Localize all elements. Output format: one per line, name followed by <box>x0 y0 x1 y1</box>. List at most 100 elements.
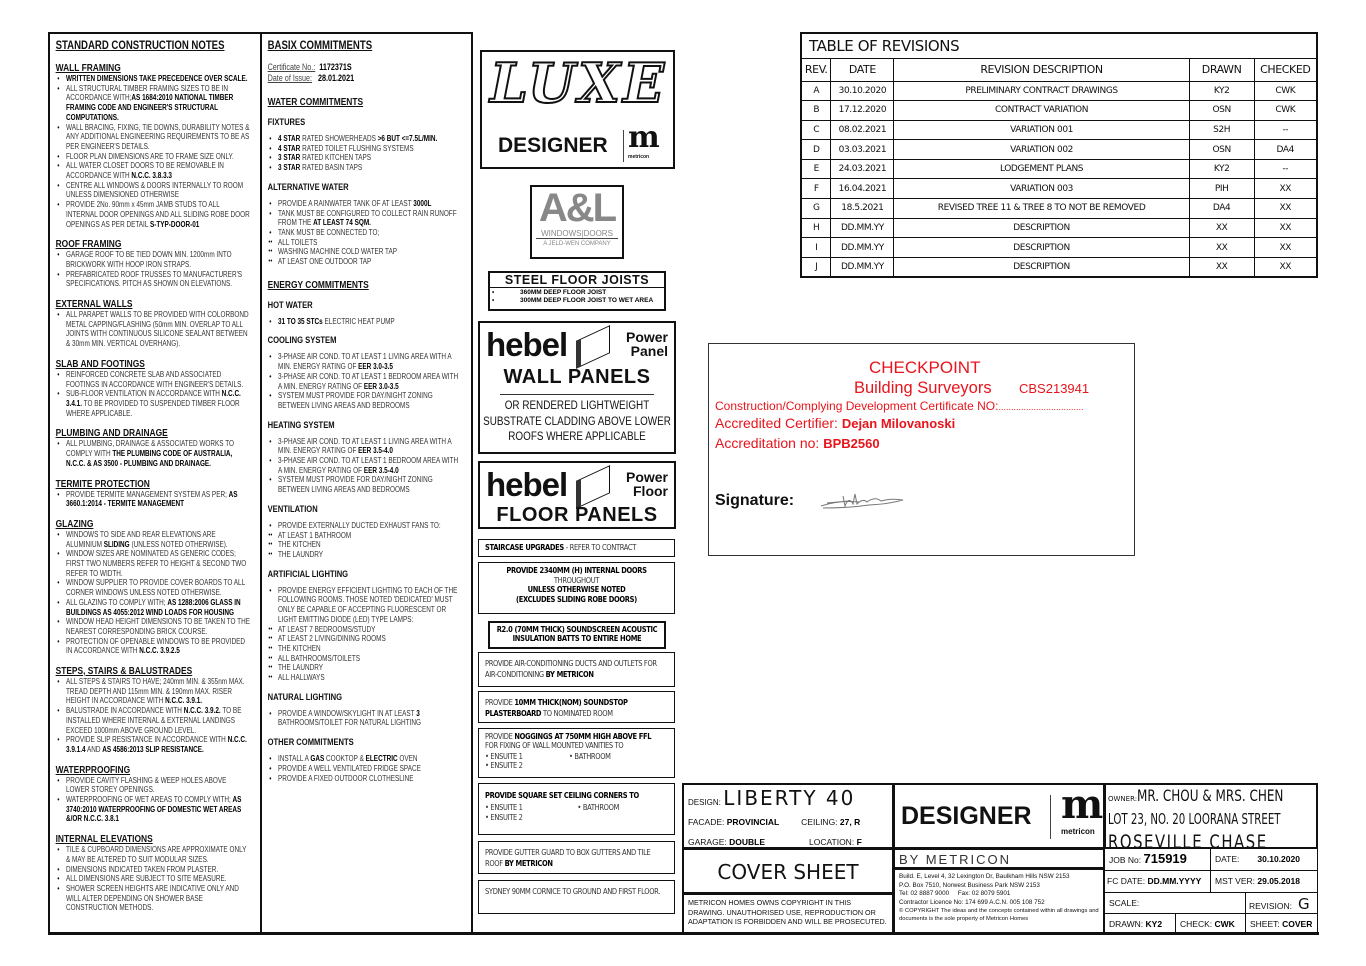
note-item: PROVIDE SLIP RESISTANCE IN ACCORDANCE WI… <box>56 735 250 754</box>
checkpoint-sub: Building Surveyors <box>854 379 992 397</box>
revision-cell: F <box>800 178 832 200</box>
hebel-logo: hebel <box>486 466 568 503</box>
noggings-note: PROVIDE NOGGINGS AT 750MM HIGH ABOVE FFL… <box>478 728 675 778</box>
section-heading: EXTERNAL WALLS <box>55 298 133 311</box>
noggings-text: FOR FIXING OF WALL MOUNTED VANITIES TO <box>485 741 624 750</box>
note-text: AND <box>85 744 103 754</box>
note-list: ALL PARAPET WALLS TO BE PROVIDED WITH CO… <box>56 310 250 349</box>
note-item: 3-PHASE AIR COND. TO AT LEAST 1 BEDROOM … <box>268 372 462 391</box>
note-item: 3-PHASE AIR COND. TO AT LEAST 1 LIVING A… <box>268 352 462 371</box>
owner-label: OWNER: <box>1108 795 1138 803</box>
note-list: ALL STEPS & STAIRS TO HAVE; 240mm MIN. &… <box>56 677 250 755</box>
note-item: PROVIDE ENERGY EFFICIENT LIGHTING TO EAC… <box>268 586 462 625</box>
steel-floor-joists-box: STEEL FLOOR JOISTS 360MM DEEP FLOOR JOIS… <box>488 271 666 311</box>
section-heading: WATERPROOFING <box>55 763 131 776</box>
facade-value: PROVINCIAL <box>726 817 780 827</box>
accreditation-no: BPB2560 <box>823 436 880 451</box>
note-item: PROVIDE A WINDOW/SKYLIGHT IN AT LEAST 3 … <box>268 709 462 728</box>
note-text: ALL STEPS & STAIRS TO HAVE; 240mm MIN. &… <box>66 677 245 706</box>
address-cell: Build. E, Level 4, 32 Lexington Dr, Baul… <box>893 868 1105 934</box>
note-item: PROVIDE TERMITE MANAGEMENT SYSTEM AS PER… <box>56 490 250 509</box>
note-emphasis: 3000L <box>413 198 432 208</box>
note-item: WINDOW SIZES ARE NOMINATED AS GENERIC CO… <box>56 549 250 578</box>
note-text: TANK MUST BE CONNECTED TO; <box>278 227 380 237</box>
luxe-designer-logo: LUXE DESIGNER m metricon <box>480 50 675 169</box>
note-item: WINDOWS TO SIDE AND REAR ELEVATIONS ARE … <box>56 530 250 549</box>
metricon-m-logo: m <box>1061 783 1104 828</box>
date-row: Date of Issue: 28.01.2021 <box>268 73 462 84</box>
subsection-heading: VENTILATION <box>267 503 318 515</box>
revision-label: REVISION: <box>1249 901 1292 911</box>
note-text: RATED BASIN TAPS <box>300 163 363 173</box>
note-emphasis: N.C.C. 3.4.1. <box>66 389 241 408</box>
revision-cell: I <box>800 237 832 258</box>
revision-cell: DESCRIPTION <box>893 217 1190 239</box>
note-text: TILE & CUPBOARD DIMENSIONS ARE APPROXIMA… <box>66 845 247 864</box>
metricon-label: metricon <box>1061 827 1095 836</box>
certifier-row: Accredited Certifier: Dejan Milovanoski <box>715 415 955 432</box>
note-text: DIMENSIONS INDICATED TAKEN FROM PLASTER. <box>66 864 219 874</box>
address-line: Build. E, Level 4, 32 Lexington Dr, Baul… <box>899 873 1070 880</box>
fc-date-cell: FC DATE: DD.MM.YYYY <box>1104 870 1211 893</box>
signature-image <box>820 493 904 509</box>
note-text: 3-PHASE AIR COND. TO AT LEAST 1 LIVING A… <box>278 352 452 372</box>
note-list: 3-PHASE AIR COND. TO AT LEAST 1 LIVING A… <box>268 352 462 410</box>
note-item: PROVIDE CAVITY FLASHING & WEEP HOLES ABO… <box>56 776 250 795</box>
note-item: 31 TO 35 STCs ELECTRIC HEAT PUMP <box>268 317 462 327</box>
subsection-heading: NATURAL LIGHTING <box>267 691 343 703</box>
note-emphasis: EER 3.0-3.5 <box>358 362 393 372</box>
room-item: BATHROOM <box>574 752 611 761</box>
note-emphasis: AS 1684:2010 NATIONAL TIMBER FRAMING COD… <box>66 93 234 122</box>
note-subitem: AT LEAST ONE OUTDOOR TAP <box>268 257 462 267</box>
note-emphasis: 3 STAR <box>278 163 301 173</box>
section-heading: GLAZING <box>55 517 94 530</box>
note-item: REINFORCED CONCRETE SLAB AND ASSOCIATED … <box>56 370 250 389</box>
note-text: WATERPROOFING OF WET AREAS TO COMPLY WIT… <box>66 795 233 805</box>
note-emphasis: N.C.C. 3.9.1.4 <box>66 735 247 754</box>
joist-item: 300MM DEEP FLOOR JOIST TO WET AREA <box>490 297 664 305</box>
note-emphasis: WRITTEN DIMENSIONS TAKE PRECEDENCE OVER … <box>66 74 248 83</box>
owner-name: MR. CHOU & MRS. CHEN <box>1137 786 1284 805</box>
subsection-heading: HEATING SYSTEM <box>267 419 335 431</box>
column-header: DRAWN <box>1188 57 1255 82</box>
owner-cell: OWNER:MR. CHOU & MRS. CHEN LOT 23, NO. 2… <box>1104 783 1318 849</box>
aircon-text: PROVIDE AIR-CONDITIONING DUCTS AND OUTLE… <box>485 659 657 679</box>
section-heading: WALL FRAMING <box>55 62 121 74</box>
divider <box>500 394 654 395</box>
metricon-m-logo: m <box>628 120 660 155</box>
note-text: OVEN <box>397 754 418 764</box>
facade-label: FACADE: <box>688 817 725 827</box>
subsection-heading: ALTERNATIVE WATER <box>267 181 349 193</box>
revision-cell: -- <box>1253 119 1318 141</box>
note-emphasis: ELECTRIC <box>365 754 398 764</box>
note-emphasis: N.C.C. 3.9.2. <box>183 706 221 716</box>
note-text: PREFABRICATED ROOF TRUSSES TO MANUFACTUR… <box>66 269 243 289</box>
note-subitem: ALL BATHROOMS/TOILETS <box>268 654 462 664</box>
note-list: WINDOWS TO SIDE AND REAR ELEVATIONS ARE … <box>56 530 250 656</box>
revision-cell: VARIATION 001 <box>893 119 1190 141</box>
section-heading: ROOF FRAMING <box>55 238 122 251</box>
note-text: PROVIDE 2No. 90mm x 45mm JAMB STUDS TO A… <box>66 200 250 229</box>
note-item: ALL PLUMBING, DRAINAGE & ASSOCIATED WORK… <box>56 439 250 468</box>
revision-cell: A <box>800 80 832 102</box>
hebel-product: Power Floor <box>625 469 668 499</box>
noggings-bold: NOGGINGS AT 750MM HIGH ABOVE FFL <box>514 732 652 741</box>
revision-cell: OSN <box>1188 100 1255 121</box>
note-item: SHOWER SCREEN HEIGHTS ARE INDICATIVE ONL… <box>56 884 250 913</box>
column-header: REV. <box>800 57 832 82</box>
note-list: INSTALL A GAS COOKTOP & ELECTRIC OVENPRO… <box>268 754 462 783</box>
panel-icon <box>576 325 610 369</box>
sheet-label: SHEET: <box>1250 919 1280 929</box>
ceiling-label: CEILING: <box>801 817 838 827</box>
note-text: GARAGE ROOF TO BE TIED DOWN MIN. 1200mm … <box>66 250 232 269</box>
note-text: PROTECTION OF OPENABLE WINDOWS TO BE PRO… <box>66 636 245 656</box>
note-item: WATERPROOFING OF WET AREAS TO COMPLY WIT… <box>56 795 250 824</box>
date-label: DATE: <box>1215 854 1240 864</box>
revision-cell: DA4 <box>1188 198 1255 219</box>
licence-line: Contractor Licence No: 174 699 A.C.N. 00… <box>899 898 1045 906</box>
